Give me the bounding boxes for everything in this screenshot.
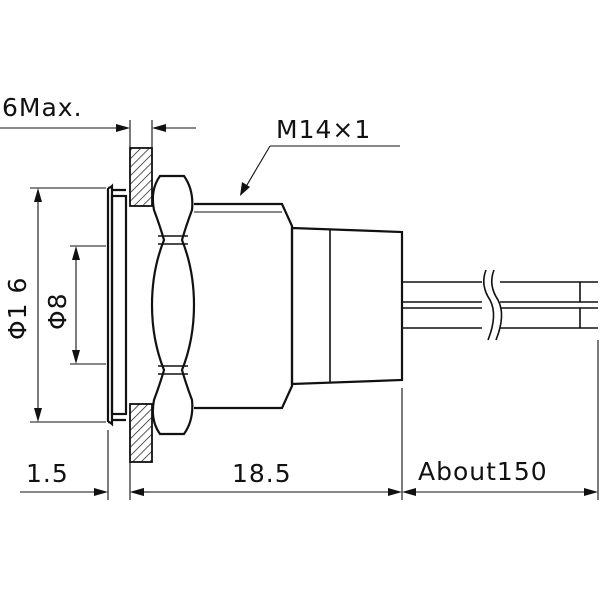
label-inner-diameter: Φ8 [43,292,72,330]
extension-lines [30,120,599,500]
flange-ring [110,194,128,416]
dim-wire-length: About150 [402,457,598,496]
label-wire-length: About150 [418,457,548,486]
indicator-body [106,147,598,463]
label-thread: M14×1 [276,115,371,144]
dim-outer-diameter: Φ1 6 [3,188,42,422]
panel-lower [129,403,153,463]
front-flange [106,183,126,427]
label-body-length: 18.5 [232,459,292,488]
wire-break-mark [482,269,503,341]
lead-wires [402,281,598,329]
hex-nut [150,174,196,436]
hex-nut-edges [158,235,188,375]
rear-housing [290,226,404,386]
label-flange-length: 1.5 [26,459,69,488]
dim-thread: M14×1 [240,115,400,196]
dim-inner-diameter: Φ8 [43,246,80,364]
label-outer-diameter: Φ1 6 [3,277,32,340]
dim-max-thickness: 6Max. [0,93,196,132]
dim-body-length: 18.5 [130,459,402,496]
panel-upper [129,147,153,207]
label-max-thickness: 6Max. [2,93,83,122]
threaded-body [194,202,294,410]
